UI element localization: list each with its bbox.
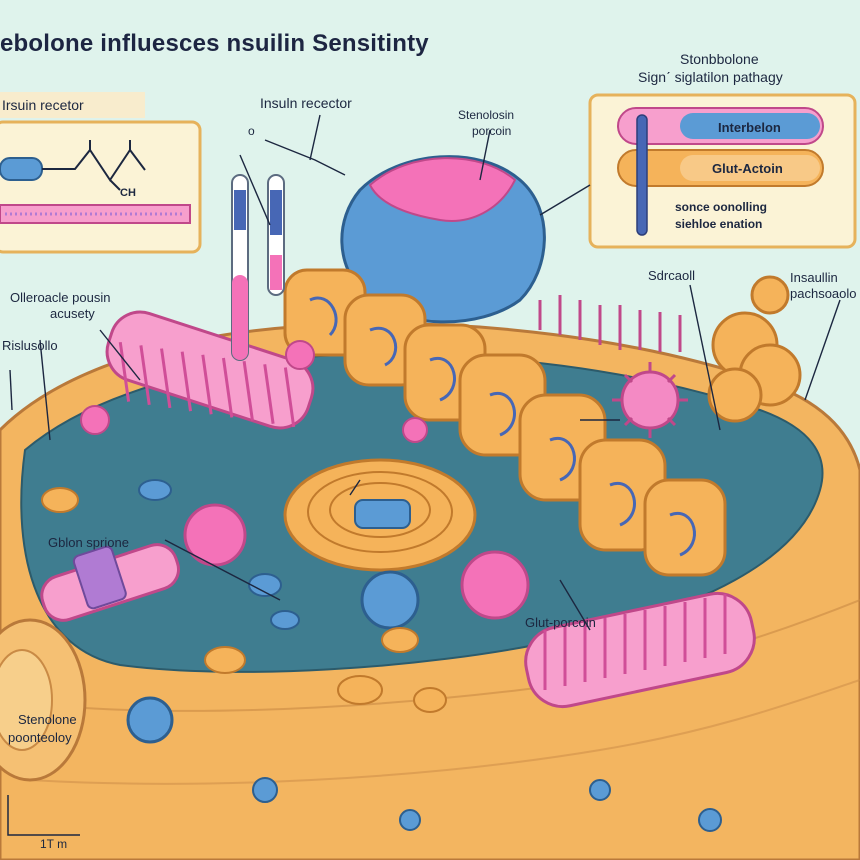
molecule-structure	[42, 140, 146, 191]
coil	[369, 326, 398, 367]
page-title: ebolone influesces nsuilin Sensitinty	[0, 30, 429, 57]
panel-rod	[636, 114, 648, 236]
pill-glut-label: Glut-Actoin	[712, 161, 783, 176]
right-panel-heading-line2: Signˊ siglatilon pathagy	[638, 69, 783, 85]
coil	[429, 356, 456, 402]
channel-tube	[40, 543, 180, 622]
label-olleroacle-line1: Olleroacle pousin	[10, 290, 111, 305]
right-panel-heading-line1: Stonbbolone	[680, 51, 759, 67]
membrane-receptors	[538, 295, 682, 352]
left-panel-header-bg	[0, 92, 145, 118]
left-panel-header: Irsuin recetor	[2, 97, 84, 113]
label-glut-porcoin: Glut-porcoin	[525, 615, 596, 630]
right-panel-caption-line2: siehloe enation	[675, 217, 763, 231]
receptor-cap	[368, 157, 517, 222]
right-panel-caption-line1: sonce oonolling	[675, 200, 767, 214]
wall-texture	[29, 679, 860, 785]
label-stenolone-line1: Stenolone	[18, 712, 77, 727]
label-gblon-sprione: Gblon sprione	[48, 535, 129, 550]
scale-bar-label: 1T m	[40, 837, 68, 851]
spring-right	[524, 591, 756, 709]
pill-interbelon-label: Interbelon	[718, 120, 781, 135]
nucleus-ring	[329, 482, 431, 538]
test-tube-1	[231, 174, 249, 361]
scale-bar	[7, 795, 80, 836]
label-zero-mark: o	[248, 124, 255, 138]
coil	[309, 296, 338, 337]
coil	[549, 436, 576, 482]
label-stenolosin-line1: Stenolosin	[458, 108, 515, 122]
pill-glut-inner	[680, 155, 820, 181]
test-tube-2	[267, 174, 285, 296]
label-insulin-receptor: Insuln recector	[260, 95, 352, 111]
vesicles	[41, 340, 722, 832]
blob-cluster	[707, 275, 802, 423]
left-panel-box	[0, 120, 202, 254]
spring-left	[105, 310, 315, 430]
organelle-chain	[283, 268, 727, 577]
label-sdrcaoll: Sdrcaoll	[648, 268, 695, 283]
organelle-coils	[309, 296, 696, 557]
label-stenolosin-line2: porcoin	[472, 124, 512, 138]
pill-interbelon-inner	[680, 113, 820, 139]
coil	[489, 391, 516, 437]
label-olleroacle-line2: acusety	[50, 306, 95, 321]
label-rislusollo: Rislusollo	[2, 338, 58, 353]
organelle-segment	[643, 478, 727, 577]
label-stenolone-line2: poonteoloy	[8, 730, 72, 745]
spiky-protein-spikes	[612, 362, 688, 438]
molecule-atom-label: CH	[120, 187, 136, 199]
leader-lines	[9, 114, 841, 631]
nucleus-core	[354, 499, 411, 529]
molecule-bar	[0, 157, 43, 181]
label-insaulting-line1: Insaullin	[790, 270, 838, 285]
coil	[609, 481, 636, 527]
nucleus-ring	[307, 471, 453, 553]
coil	[669, 511, 696, 557]
cell-fold-inner	[0, 649, 53, 751]
label-insaulting-line2: pachsoaolo	[790, 286, 857, 301]
